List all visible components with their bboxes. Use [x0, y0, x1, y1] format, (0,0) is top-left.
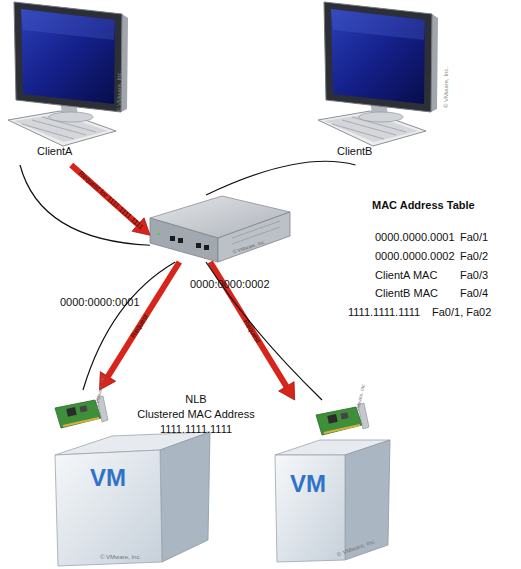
client-computer: ClientB © VMware, Inc.	[315, 0, 450, 165]
network-switch: © VMware, Inc.	[150, 195, 290, 262]
watermark: © VMware, Inc.	[336, 538, 377, 558]
cable-line	[20, 165, 150, 245]
table-cell: Fa0/1, Fa02	[432, 307, 491, 318]
switch-front	[150, 218, 218, 262]
switch-port	[178, 238, 183, 243]
client-computer: ClientA © VMware, Inc.	[5, 0, 130, 165]
cluster-note: 1111.1111.1111	[160, 424, 232, 435]
arrow-label: Request for 1111.1111.1111	[77, 170, 144, 231]
table-cell: Fa0/2	[460, 251, 488, 262]
arrow-label: Request	[130, 313, 150, 339]
network-cable	[20, 165, 150, 245]
table-cell: 0000.0000.0001	[375, 232, 455, 243]
client-name: ClientB	[337, 146, 372, 157]
mac-address: 0000:0000:0001	[60, 297, 140, 308]
client-computer	[8, 2, 128, 146]
switch-port	[196, 243, 201, 248]
table-cell: ClientA MAC	[375, 270, 437, 281]
vm-label: VM	[290, 472, 326, 496]
vm-side	[160, 432, 210, 562]
vm-front	[275, 455, 345, 562]
network-cable	[206, 161, 356, 195]
network-cable	[83, 262, 175, 390]
client-computer	[318, 2, 438, 146]
switch-port	[204, 245, 209, 250]
watermark: © VMware, Inc.	[116, 71, 122, 112]
table-cell: Fa0/4	[460, 288, 488, 299]
switch-side	[218, 212, 290, 262]
vm-front	[55, 450, 162, 566]
arrow-label: Request	[243, 318, 263, 344]
client-name: ClientA	[37, 146, 72, 157]
arrow-head	[279, 382, 295, 400]
table-title: MAC Address Table	[372, 200, 475, 211]
watermark: © VMware, Inc.	[100, 554, 141, 560]
table-cell: Fa0/3	[460, 270, 488, 281]
table-cell: ClientB MAC	[375, 288, 438, 299]
table-cell: 1111.1111.1111	[348, 307, 420, 318]
watermark: © VMware, Inc.	[443, 67, 449, 108]
watermark: © VMware, Inc.	[232, 239, 266, 254]
switch-led	[158, 233, 161, 236]
cluster-note: Clustered MAC Address	[137, 409, 254, 420]
vm-label: VM	[90, 466, 126, 490]
request-arrow	[71, 165, 150, 235]
table-cell: Fa0/1	[460, 232, 488, 243]
mac-address: 0000:0000:0002	[190, 279, 270, 290]
cable-line	[206, 161, 356, 195]
arrow-shaft	[108, 262, 179, 376]
network-card	[316, 403, 369, 435]
switch-port	[170, 236, 175, 241]
cluster-note: NLB	[185, 394, 206, 405]
table-cell: 0000.0000.0002	[375, 251, 455, 262]
virtual-machine: VM © VMware, Inc.	[270, 400, 400, 565]
cable-line	[83, 262, 175, 390]
